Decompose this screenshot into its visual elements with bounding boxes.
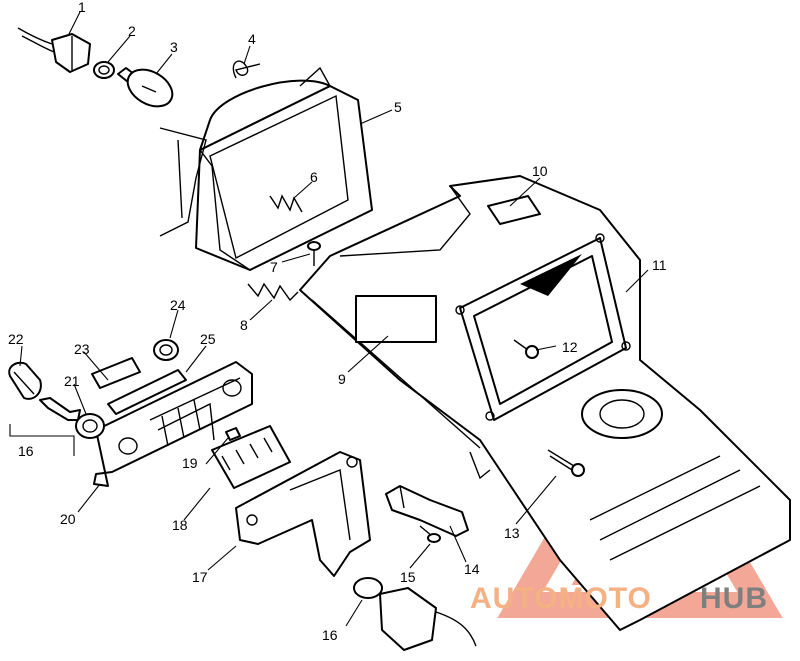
watermark-brand-suffix: HUB [700, 582, 768, 615]
screw [307, 241, 321, 266]
callout-16-upper: 16 [18, 443, 34, 459]
callout-12: 12 [562, 339, 578, 355]
callout-25: 25 [200, 331, 216, 347]
callout-10: 10 [532, 163, 548, 179]
callout-5: 5 [394, 99, 402, 115]
callout-4: 4 [248, 31, 256, 47]
callout-23: 23 [74, 341, 90, 357]
callout-labels: 1 2 3 4 5 6 7 8 9 10 11 12 13 14 15 16 1… [8, 0, 667, 643]
grommet [153, 339, 179, 361]
mounting-bracket [235, 451, 371, 577]
hood-console [299, 175, 791, 631]
decal [91, 357, 141, 389]
bolt-13 [547, 449, 585, 477]
headlight-housing [159, 66, 373, 271]
trim-plate [107, 369, 187, 415]
callout-11: 11 [652, 257, 667, 273]
callout-14: 14 [464, 561, 480, 577]
switch-panel [93, 361, 253, 487]
callout-20: 20 [60, 511, 76, 527]
callout-2: 2 [128, 23, 136, 39]
screw-15 [419, 525, 441, 543]
callout-17: 17 [192, 569, 208, 585]
ignition-key-set [8, 361, 105, 439]
switch-block [211, 425, 291, 489]
callout-6: 6 [310, 169, 318, 185]
callout-13: 13 [504, 525, 520, 541]
watermark-brand: AUTOMOTO [470, 582, 652, 615]
switch-connector [385, 485, 469, 537]
wire-harness [17, 27, 91, 73]
callout-7: 7 [270, 259, 278, 275]
screw-12 [513, 339, 539, 359]
callout-18: 18 [172, 517, 188, 533]
callout-16-lower: 16 [322, 627, 338, 643]
callout-1: 1 [78, 0, 86, 15]
leader-lines [19, 11, 649, 627]
adjuster-spring-upper [269, 194, 303, 213]
callout-19: 19 [182, 455, 198, 471]
callout-3: 3 [170, 39, 178, 55]
callout-9: 9 [338, 371, 346, 387]
headlight-bulb [117, 67, 174, 108]
callout-8: 8 [240, 317, 248, 333]
adjuster-spring-lower [247, 282, 299, 302]
bulb-socket [93, 61, 115, 79]
ignition-switch-lower [353, 577, 477, 651]
callout-22: 22 [8, 331, 24, 347]
watermark-text: AUTOMOTO HUB [470, 582, 768, 615]
callout-15: 15 [400, 569, 416, 585]
callout-24: 24 [170, 297, 186, 313]
pin [225, 427, 241, 441]
callout-21: 21 [64, 373, 80, 389]
group-brace-16 [9, 424, 75, 456]
spring-clip [232, 60, 261, 79]
